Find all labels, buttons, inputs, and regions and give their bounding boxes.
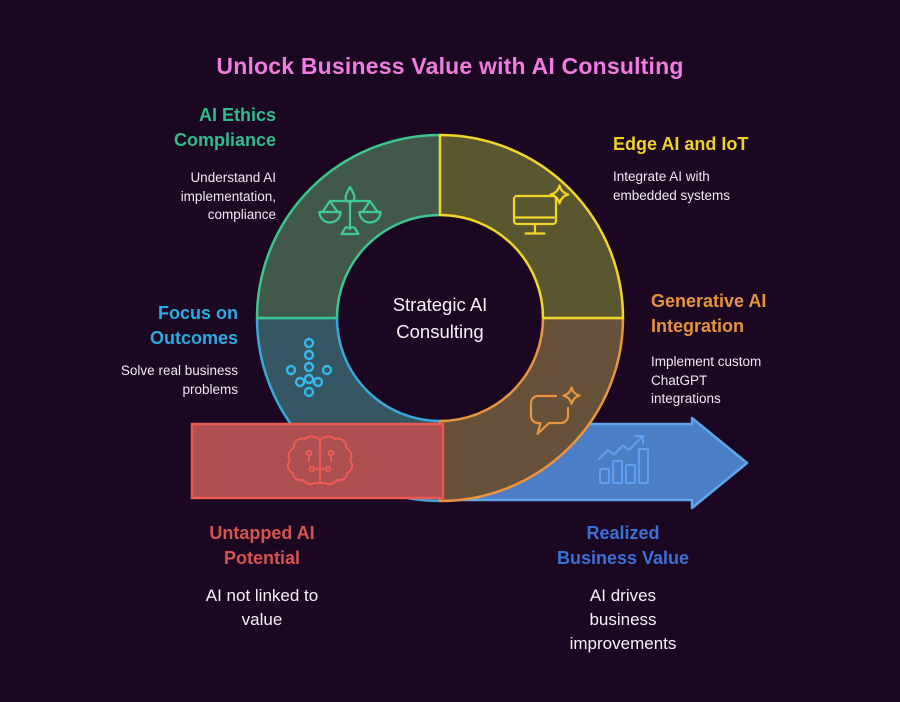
segment-description: Implement custom ChatGPT integrations: [651, 354, 762, 406]
segment-description: Understand AI implementation, compliance: [180, 170, 276, 222]
center-label: Strategic AI Consulting: [392, 294, 488, 342]
brain-icon: [286, 435, 354, 485]
donut-segment-edge-ai: [438, 133, 625, 320]
untapped-potential-band: [190, 422, 445, 500]
bar-chart-icon: [598, 435, 649, 484]
sparkle-icon: [562, 386, 581, 405]
segment-heading: Edge AI and IoT: [613, 134, 749, 154]
segment-block-focus-outcomes: Focus on Outcomes Solve real business pr…: [38, 301, 238, 399]
segment-block-realized-value: Realized Business Value AI drives busine…: [523, 521, 723, 656]
segment-block-generative-ai: Generative AI Integration Implement cust…: [651, 289, 861, 409]
segment-heading: Realized Business Value: [556, 523, 690, 568]
segment-block-edge-ai: Edge AI and IoT Integrate AI with embedd…: [613, 132, 843, 205]
segment-description: Solve real business problems: [120, 363, 238, 397]
dotted-arrow-icon: [285, 337, 333, 398]
segment-block-untapped-potential: Untapped AI Potential AI not linked to v…: [162, 521, 362, 632]
sparkle-icon: [549, 184, 570, 205]
segment-block-ai-ethics: AI Ethics Compliance Understand AI imple…: [76, 103, 276, 225]
scales-icon: [318, 185, 382, 236]
segment-description: AI drives business improvements: [569, 586, 677, 653]
segment-heading: Generative AI Integration: [651, 291, 767, 336]
segment-heading: Focus on Outcomes: [149, 303, 238, 348]
segment-description: AI not linked to value: [205, 586, 319, 629]
page-title: Unlock Business Value with AI Consulting: [216, 53, 684, 79]
monitor-sparkle-icon: [512, 184, 570, 235]
segment-description: Integrate AI with embedded systems: [613, 169, 731, 203]
chat-sparkle-icon: [529, 386, 581, 436]
segment-heading: Untapped AI Potential: [209, 523, 315, 568]
segment-heading: AI Ethics Compliance: [173, 105, 276, 150]
